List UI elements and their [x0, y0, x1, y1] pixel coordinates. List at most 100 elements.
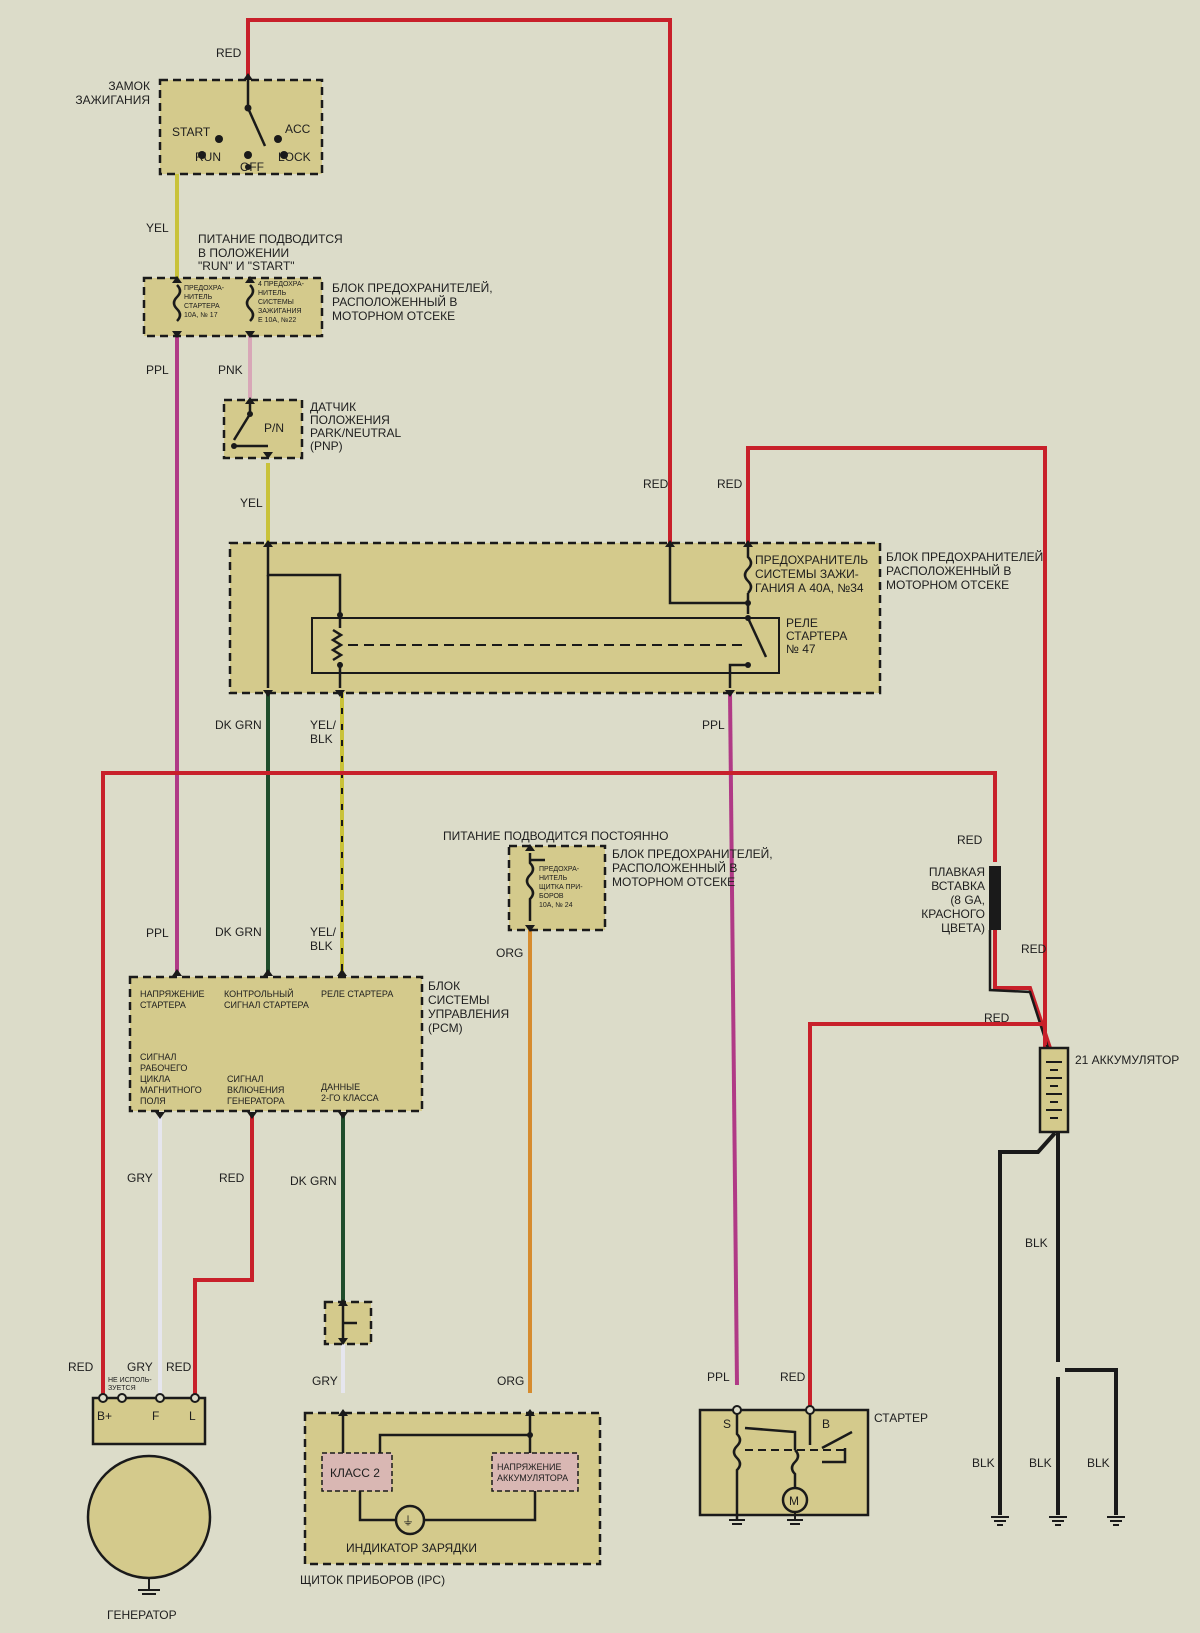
- fuse-34-label-1: ПРЕДОХРАНИТЕЛЬ: [755, 553, 868, 567]
- pnp-inner-label: P/N: [264, 421, 284, 435]
- wire-label: BLK: [1029, 1456, 1052, 1470]
- wire-label: RED: [717, 477, 743, 491]
- wire-label: GRY: [127, 1171, 153, 1185]
- fuse-24-line-4: БОРОВ: [539, 893, 564, 900]
- relay-47-label-2: СТАРТЕРА: [786, 629, 847, 643]
- pcm-pin-starter-voltage-1: НАПРЯЖЕНИЕ: [140, 989, 204, 999]
- wire-label: PPL: [146, 926, 169, 940]
- ground-icon: [991, 1516, 1009, 1526]
- pcm-pin-control-signal-2: СИГНАЛ СТАРТЕРА: [224, 1000, 309, 1010]
- generator-title: ГЕНЕРАТОР: [107, 1608, 177, 1622]
- fuse-34-label-3: ГАНИЯ А 40А, №34: [755, 581, 864, 595]
- pcm-title-1: БЛОК: [428, 979, 460, 993]
- pcm-pin-starter-voltage-2: СТАРТЕРА: [140, 1000, 186, 1010]
- ipc-batt-voltage-1: НАПРЯЖЕНИЕ: [497, 1462, 561, 1472]
- wire-label: PPL: [702, 718, 725, 732]
- fuse-block-top-title-3: МОТОРНОМ ОТСЕКЕ: [332, 309, 455, 323]
- relay-block-title-3: МОТОРНОМ ОТСЕКЕ: [886, 578, 1009, 592]
- wire-label: RED: [219, 1171, 245, 1185]
- starter-terminal-s: S: [723, 1417, 731, 1431]
- fuse-22-line-5: Е 10А, №22: [258, 317, 296, 324]
- wire-label: ORG: [497, 1374, 524, 1388]
- fuse-17-line-2: НИТЕЛЬ: [184, 294, 213, 301]
- fusible-link-title-5: ЦВЕТА): [941, 921, 985, 935]
- pcm-pin-control-signal-1: КОНТРОЛЬНЫЙ: [224, 988, 294, 999]
- relay-fuse-block: ПРЕДОХРАНИТЕЛЬ СИСТЕМЫ ЗАЖИ- ГАНИЯ А 40А…: [228, 540, 1043, 697]
- ignition-start-label: START: [172, 125, 211, 139]
- ipc-fuse-title-3: МОТОРНОМ ОТСЕКЕ: [612, 875, 735, 889]
- wire-label: PPL: [707, 1370, 730, 1384]
- wire-red-battery-to-starter: [808, 1022, 1047, 1410]
- ignition-off-label: OFF: [240, 160, 264, 174]
- pcm-pin-field-2: РАБОЧЕГО: [140, 1063, 187, 1073]
- fuse-22-line-3: СИСТЕМЫ: [258, 299, 294, 306]
- fuse-block-top-title-1: БЛОК ПРЕДОХРАНИТЕЛЕЙ,: [332, 280, 493, 295]
- fusible-link-title-1: ПЛАВКАЯ: [929, 865, 985, 879]
- wire-label: RED: [957, 833, 983, 847]
- fuse-22-line-4: ЗАЖИГАНИЯ: [258, 308, 302, 315]
- wire-labels: RED YEL PPL PNK YEL RED RED DK GRN YEL/ …: [68, 46, 1110, 1470]
- fuse-24-line-2: НИТЕЛЬ: [539, 875, 568, 882]
- ignition-run-label: RUN: [195, 150, 221, 164]
- generator-terminal-bplus: B+: [97, 1409, 112, 1423]
- wire-label: YEL: [146, 221, 169, 235]
- wire-red-fuse34-feed: [746, 446, 1047, 1048]
- pcm: НАПРЯЖЕНИЕ СТАРТЕРА КОНТРОЛЬНЫЙ СИГНАЛ С…: [128, 969, 509, 1119]
- wire-label: GRY: [312, 1374, 338, 1388]
- starter-terminal-b: B: [822, 1417, 830, 1431]
- relay-47-label-3: № 47: [786, 642, 816, 656]
- wire-label: RED: [780, 1370, 806, 1384]
- battery: 21 АККУМУЛЯТОР: [1038, 1046, 1179, 1134]
- pcm-pin-gen-enable-2: ВКЛЮЧЕНИЯ: [227, 1085, 284, 1095]
- ipc-fuse-block: ПИТАНИЕ ПОДВОДИТСЯ ПОСТОЯННО ПРЕДОХРА- Н…: [443, 829, 773, 932]
- wire-label: DK GRN: [215, 925, 262, 939]
- fuse-block-top-title-2: РАСПОЛОЖЕННЫЙ В: [332, 294, 457, 309]
- wire-red-generator-bplus: [101, 771, 997, 1395]
- ipc-charge-indicator-icon: ⏚: [402, 1514, 414, 1528]
- fuse-22-line-1: 4 ПРЕДОХРА-: [258, 281, 305, 288]
- wire-label: RED: [1021, 942, 1047, 956]
- relay-block-title-2: РАСПОЛОЖЕННЫЙ В: [886, 563, 1011, 578]
- wire-label: DK GRN: [215, 718, 262, 732]
- generator-terminal-f: F: [152, 1409, 159, 1423]
- battery-title: 21 АККУМУЛЯТОР: [1075, 1053, 1179, 1067]
- wire-label: BLK: [310, 939, 333, 953]
- relay-block-title-1: БЛОК ПРЕДОХРАНИТЕЛЕЙ: [886, 549, 1043, 564]
- wire-label: GRY: [127, 1360, 153, 1374]
- generator-terminal-l: L: [189, 1409, 196, 1423]
- ground-icon: [1107, 1516, 1125, 1526]
- generator-unused-1: НЕ ИСПОЛЬ-: [108, 1377, 152, 1384]
- fuse-block-top-note-1: ПИТАНИЕ ПОДВОДИТСЯ: [198, 232, 343, 246]
- ipc-fuse-title-2: РАСПОЛОЖЕННЫЙ В: [612, 860, 737, 875]
- fuse-block-top-note-3: "RUN" И "START": [198, 259, 295, 273]
- ignition-lock-label: LOCK: [278, 150, 311, 164]
- ipc-charge-indicator-label: ИНДИКАТОР ЗАРЯДКИ: [346, 1541, 477, 1555]
- wires: [101, 18, 1118, 1515]
- wire-label: BLK: [1087, 1456, 1110, 1470]
- wire-label: YEL: [240, 496, 263, 510]
- fuse-block-top: ПИТАНИЕ ПОДВОДИТСЯ В ПОЛОЖЕНИИ "RUN" И "…: [142, 232, 493, 338]
- wire-label: YEL/: [310, 925, 337, 939]
- pcm-title-4: (PCM): [428, 1021, 463, 1035]
- fusible-link-title-2: ВСТАВКА: [931, 879, 985, 893]
- ignition-switch-title-2: ЗАЖИГАНИЯ: [75, 93, 150, 107]
- wire-blk-ground-1: [998, 1131, 1057, 1515]
- pcm-pin-field-4: МАГНИТНОГО: [140, 1085, 202, 1095]
- ground-symbols: [991, 1516, 1125, 1526]
- wire-label: BLK: [1025, 1236, 1048, 1250]
- fuse-24-line-1: ПРЕДОХРА-: [539, 866, 580, 873]
- wire-label: RED: [68, 1360, 94, 1374]
- ipc-class2-label: КЛАСС 2: [330, 1466, 380, 1480]
- wire-label: PPL: [146, 363, 169, 377]
- pnp-title-3: PARK/NEUTRAL: [310, 426, 401, 440]
- pcm-pin-starter-relay: РЕЛЕ СТАРТЕРА: [321, 989, 393, 999]
- wire-red-ignition-feed: [246, 18, 672, 545]
- pnp-title-2: ПОЛОЖЕНИЯ: [310, 413, 390, 427]
- wire-label: BLK: [972, 1456, 995, 1470]
- fuse-17-line-4: 10А, № 17: [184, 312, 218, 319]
- starter-title: СТАРТЕР: [874, 1411, 928, 1425]
- pcm-pin-class2-2: 2-ГО КЛАССА: [321, 1093, 379, 1103]
- wire-label: PNK: [218, 363, 243, 377]
- fuse-22-line-2: НИТЕЛЬ: [258, 290, 287, 297]
